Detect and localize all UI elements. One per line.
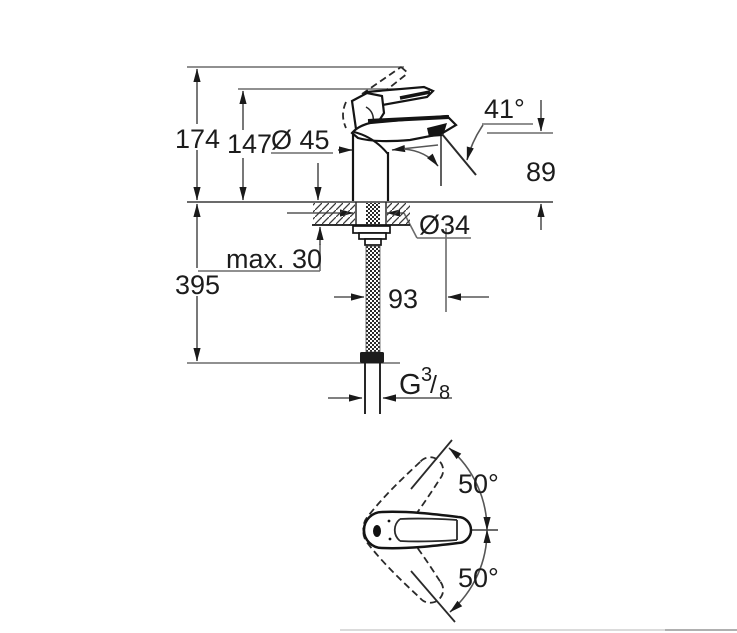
label-diameter-45: Ø 45: [271, 125, 330, 155]
handle-top-outline: [362, 510, 473, 550]
flange: [352, 225, 391, 246]
dimension-lines-front: [187, 66, 553, 402]
label-height-174: 174: [175, 124, 220, 154]
top-view: 50° 50°: [354, 439, 499, 623]
braided-hose: [365, 245, 381, 353]
thread-letter: G: [399, 369, 422, 401]
thread-slash: /: [430, 371, 437, 399]
connection-nut: [360, 352, 384, 363]
connection-tube: [364, 363, 381, 414]
threaded-shank: [366, 203, 380, 226]
label-max-30: max. 30: [226, 244, 322, 274]
supply-hose: [352, 203, 391, 414]
label-angle-41: 41°: [484, 94, 525, 124]
handle-logo-mark: [373, 525, 381, 537]
mounting-deck: [312, 202, 410, 226]
label-angle-50-bottom: 50°: [458, 563, 499, 593]
label-angle-50-top: 50°: [458, 469, 499, 499]
swivel-line-up: [410, 439, 453, 490]
deck-hatch-left: [313, 203, 355, 225]
front-view-labels: 174 147 Ø 45 41° 89 Ø34 max. 30 395 93 G…: [175, 94, 556, 404]
label-thread-g38: G 3 / 8: [399, 364, 450, 404]
swivel-arc-bottom: [449, 529, 491, 613]
label-height-89: 89: [526, 157, 556, 187]
aerator: [427, 123, 447, 137]
deck-hatch-right: [387, 203, 410, 225]
top-view-labels: 50° 50°: [458, 469, 499, 593]
thread-numerator: 3: [421, 364, 432, 386]
front-view: 174 147 Ø 45 41° 89 Ø34 max. 30 395 93 G…: [175, 66, 556, 414]
swivel-line-down: [410, 570, 456, 623]
label-height-147: 147: [227, 129, 272, 159]
label-height-395: 395: [175, 270, 220, 300]
thread-denominator: 8: [439, 382, 450, 404]
faucet-front-outline: [342, 66, 477, 201]
faucet-body: [351, 131, 390, 201]
label-diameter-34: Ø34: [419, 210, 470, 240]
lever-raised-dashed: [342, 66, 409, 129]
label-width-93: 93: [388, 284, 418, 314]
water-stream-line: [441, 133, 477, 176]
swivel-arc-top: [448, 447, 491, 531]
